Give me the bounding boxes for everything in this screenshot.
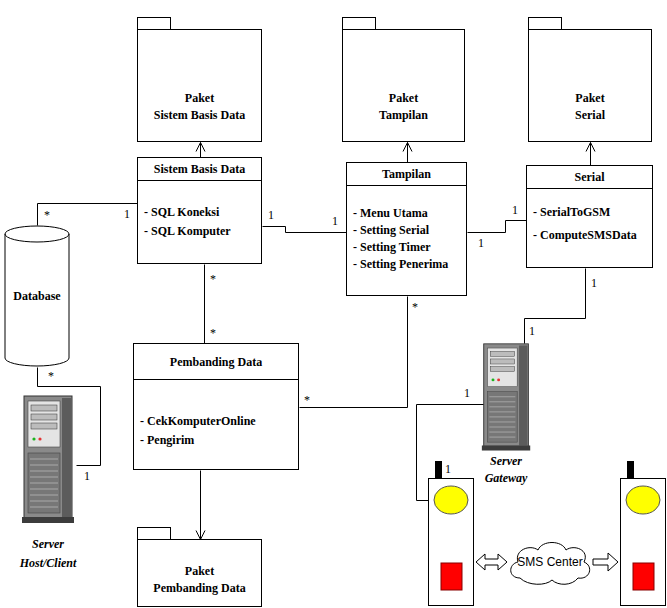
multiplicity: 1 — [268, 208, 274, 222]
multiplicity: 1 — [512, 203, 518, 217]
multiplicity: * — [210, 272, 216, 286]
server-caption: Server Gateway — [485, 453, 528, 487]
class-name: Serial — [575, 170, 605, 184]
class-header: Tampilan — [347, 163, 466, 186]
server-node: Server Host/Client — [20, 395, 76, 573]
class-name: Pembanding Data — [170, 355, 262, 369]
class-name: Sistem Basis Data — [154, 162, 245, 176]
multiplicity: 1 — [332, 214, 338, 228]
server-node: Server Gateway — [480, 343, 532, 487]
package-tab — [137, 17, 171, 30]
class-attribute: - ComputeSMSData — [533, 224, 637, 247]
class-attribute: - CekKomputerOnline — [140, 412, 256, 431]
connector — [38, 368, 101, 466]
connector — [200, 471, 201, 540]
cloud-outline — [511, 543, 590, 585]
phone-icon — [429, 461, 474, 606]
class-body: - SQL Koneksi- SQL Komputer — [138, 181, 261, 241]
class-box: Tampilan- Menu Utama- Setting Serial- Se… — [346, 162, 467, 296]
phone-icon — [627, 461, 634, 478]
class-body: - SerialToGSM- ComputeSMSData — [527, 189, 652, 247]
multiplicity: 1 — [478, 236, 484, 250]
connector — [300, 297, 408, 408]
node-label: Database — [13, 289, 60, 303]
class-attribute: - SerialToGSM — [533, 201, 610, 224]
class-attribute: - Setting Serial — [353, 222, 429, 239]
package-tab — [137, 527, 171, 540]
multiplicity: 1 — [529, 324, 535, 338]
connector — [38, 204, 138, 226]
multiplicity: * — [210, 326, 216, 340]
icon-area — [20, 395, 76, 523]
multiplicity: * — [48, 369, 54, 383]
multiplicity: * — [44, 208, 50, 222]
package-box: Paket Tampilan — [342, 29, 465, 142]
phone-icon — [626, 486, 660, 514]
database-cylinder: Database — [4, 225, 70, 367]
phone-icon — [435, 461, 442, 478]
class-name: Tampilan — [382, 167, 431, 181]
multiplicity: 1 — [445, 462, 451, 476]
package-name: Paket Pembanding Data — [153, 563, 245, 597]
cylinder-outline — [5, 226, 69, 366]
connector — [468, 221, 527, 233]
class-header: Sistem Basis Data — [138, 158, 261, 181]
package-name: Paket Serial — [575, 90, 605, 124]
class-box: Serial - SerialToGSM- ComputeSMSData — [526, 165, 653, 268]
cylinder-outline — [5, 234, 69, 242]
class-box: Sistem Basis Data - SQL Koneksi- SQL Komp… — [137, 157, 262, 264]
package-name: Paket Sistem Basis Data — [154, 90, 245, 124]
class-attribute: - SQL Koneksi — [144, 203, 219, 222]
class-body: - CekKomputerOnline- Pengirim — [134, 380, 298, 450]
server-caption: Server Host/Client — [20, 535, 77, 573]
icon-area — [480, 343, 532, 451]
sms-cloud: SMS Center — [506, 538, 594, 586]
package-box: Paket Sistem Basis Data — [137, 29, 262, 142]
phone-icon — [441, 563, 462, 590]
connector — [590, 143, 591, 166]
class-attribute: - Pengirim — [140, 431, 194, 450]
class-header: Pembanding Data — [134, 344, 298, 380]
package-name: Paket Tampilan — [379, 90, 428, 124]
package-box: Paket Serial — [528, 29, 652, 142]
class-body: - Menu Utama- Setting Serial- Setting Ti… — [347, 186, 466, 273]
connector — [407, 143, 408, 163]
double-block-arrow — [476, 554, 507, 570]
class-attribute: - SQL Komputer — [144, 222, 231, 241]
phone-icon — [429, 479, 474, 606]
class-header: Serial — [527, 166, 652, 189]
class-attribute: - Menu Utama — [353, 205, 428, 222]
package-tab — [342, 17, 376, 30]
multiplicity: 1 — [84, 469, 90, 483]
package-tab — [528, 17, 562, 30]
block-arrow — [593, 553, 618, 571]
phone-icon — [633, 563, 654, 590]
connector — [525, 269, 586, 344]
connector — [200, 143, 201, 158]
multiplicity: 1 — [464, 386, 470, 400]
phone-icon — [621, 479, 666, 606]
node-label: SMS Center — [517, 555, 582, 569]
multiplicity: * — [412, 300, 418, 314]
connector — [204, 265, 205, 344]
class-attribute: - Setting Penerima — [353, 256, 448, 273]
multiplicity: 1 — [124, 207, 130, 221]
phone-icon — [621, 461, 666, 606]
multiplicity: * — [304, 393, 310, 407]
multiplicity: 1 — [591, 276, 597, 290]
class-attribute: - Setting Timer — [353, 239, 431, 256]
class-box: Pembanding Data - CekKomputerOnline- Peng… — [133, 343, 299, 470]
package-box: Paket Pembanding Data — [137, 539, 262, 607]
server-icon — [482, 344, 530, 451]
server-icon — [22, 396, 74, 523]
phone-icon — [434, 486, 468, 514]
